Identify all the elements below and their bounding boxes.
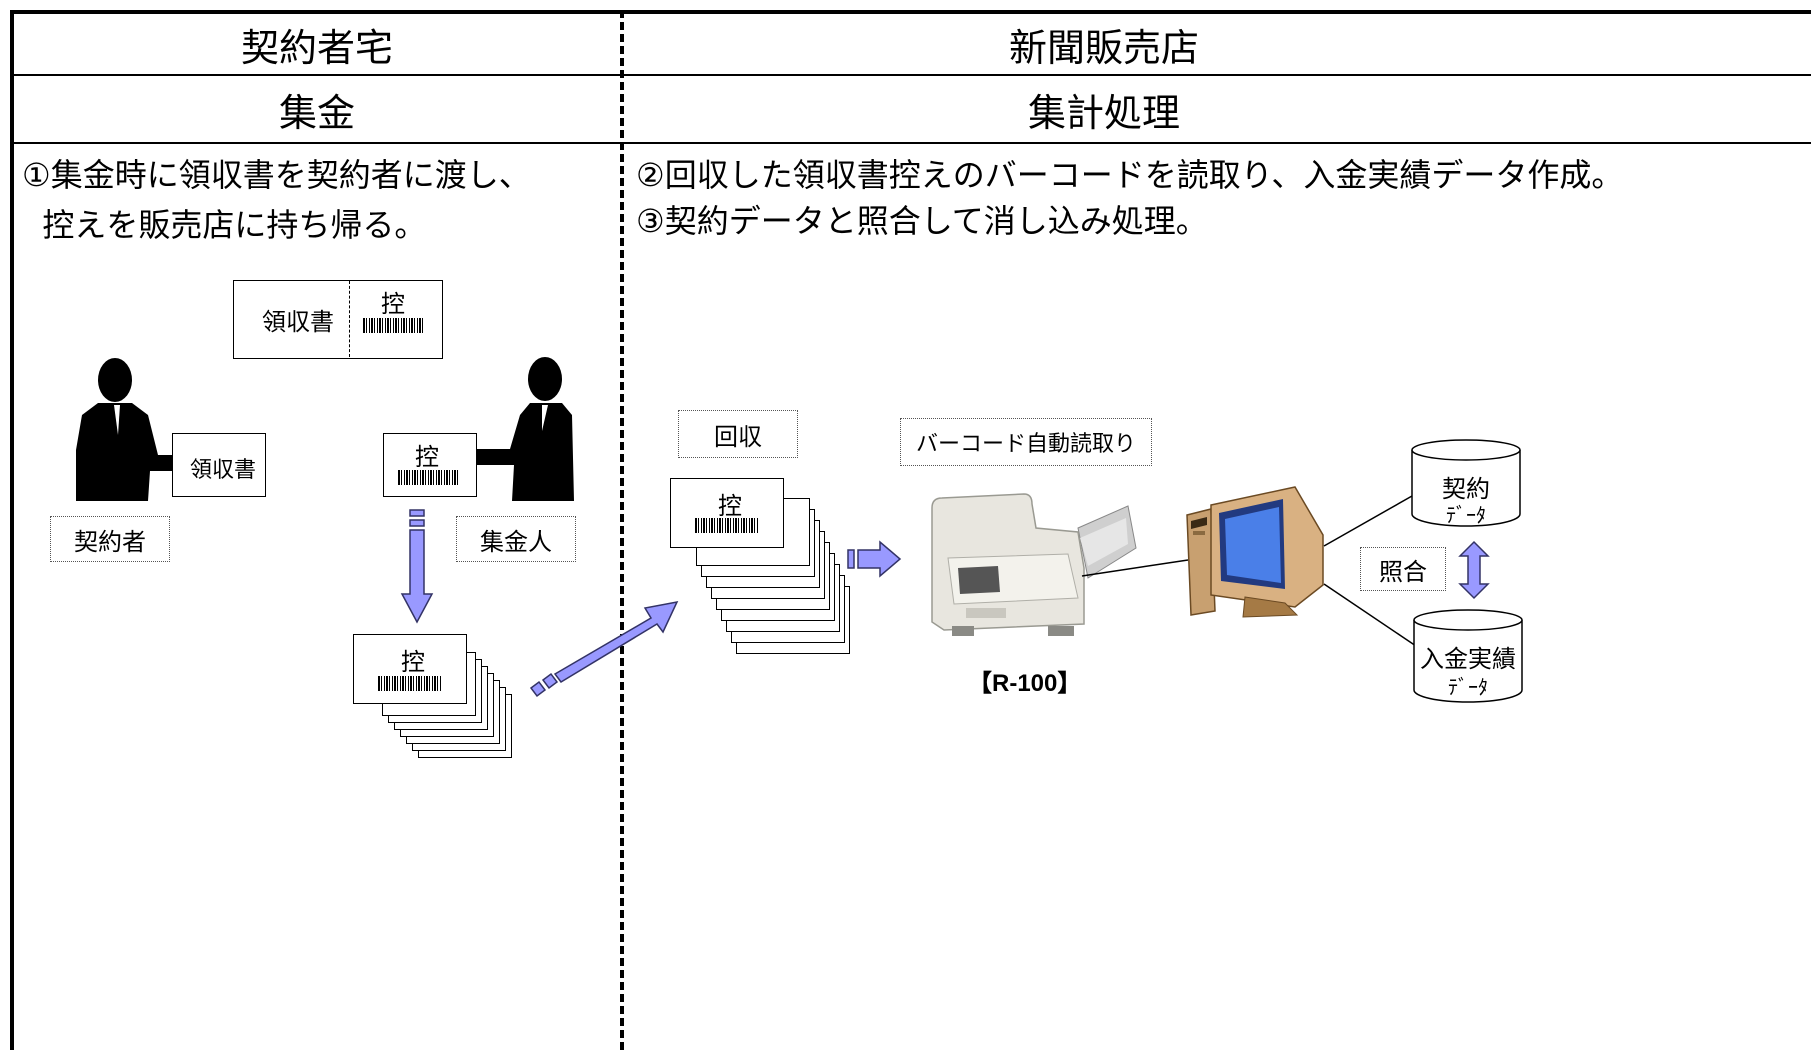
computer-icon (1186, 486, 1324, 618)
handed-receipt (172, 433, 266, 497)
reader-pc-cable (1081, 559, 1189, 577)
contract-database-label-line1: 契約 (1442, 475, 1490, 503)
match-label: 照合 (1360, 547, 1446, 591)
stub-stack-barcode (378, 676, 442, 691)
stub-stack-label: 控 (401, 648, 425, 676)
diagonal-arrow (529, 600, 679, 698)
match-double-arrow (1458, 540, 1490, 600)
frame-top (10, 10, 1811, 14)
stub-stack-top (353, 634, 467, 704)
payment-database-label-line1: 入金実績 (1420, 645, 1516, 673)
customer-label: 契約者 (50, 516, 170, 562)
left-column-subheader: 集金 (278, 90, 355, 135)
right-column-subheader: 集計処理 (1027, 90, 1180, 135)
reader-step-label: バーコード自動読取り (900, 418, 1152, 466)
receipt-main-label: 領収書 (262, 308, 334, 336)
collector-silhouette (470, 357, 574, 501)
collector-label: 集金人 (456, 516, 576, 562)
held-stub-label: 控 (415, 443, 439, 471)
left-column-header: 契約者宅 (240, 25, 393, 70)
left-description: ①集金時に領収書を契約者に渡し、 控えを販売店に持ち帰る。 (22, 156, 531, 244)
barcode-reader-machine (931, 493, 1137, 636)
collected-stack-top (670, 478, 784, 548)
frame-row-line-1 (10, 74, 1811, 76)
collected-stack-label: 控 (718, 492, 742, 520)
handed-receipt-label: 領収書 (190, 458, 257, 483)
reader-model-label: 【R-100】 (968, 670, 1082, 697)
pc-db-links (1323, 495, 1417, 647)
receipt-stub-label: 控 (381, 290, 405, 318)
payment-database-icon (1413, 609, 1523, 703)
collected-stack-barcode (695, 518, 759, 533)
right-arrow (847, 540, 902, 578)
customer-silhouette (76, 358, 190, 501)
down-arrow (400, 509, 434, 624)
right-column-header: 新聞販売店 (1008, 25, 1199, 70)
column-divider (620, 10, 624, 1050)
right-description-step2: ②回収した領収書控えのバーコードを読取り、入金実績データ作成。 (636, 156, 1624, 194)
contract-database-icon (1411, 439, 1521, 527)
right-description-step3: ③契約データと照合して消し込み処理。 (636, 202, 1208, 240)
frame-left (10, 10, 14, 1050)
receipt-stub-barcode (363, 318, 425, 333)
perforation-line (349, 281, 350, 357)
payment-database-label-line2: ﾃﾞｰﾀ (1448, 675, 1488, 699)
frame-row-line-2 (10, 142, 1811, 144)
contract-database-label-line2: ﾃﾞｰﾀ (1446, 503, 1486, 527)
held-stub-barcode (398, 470, 458, 485)
collected-label: 回収 (678, 410, 798, 458)
held-stub (383, 433, 477, 497)
